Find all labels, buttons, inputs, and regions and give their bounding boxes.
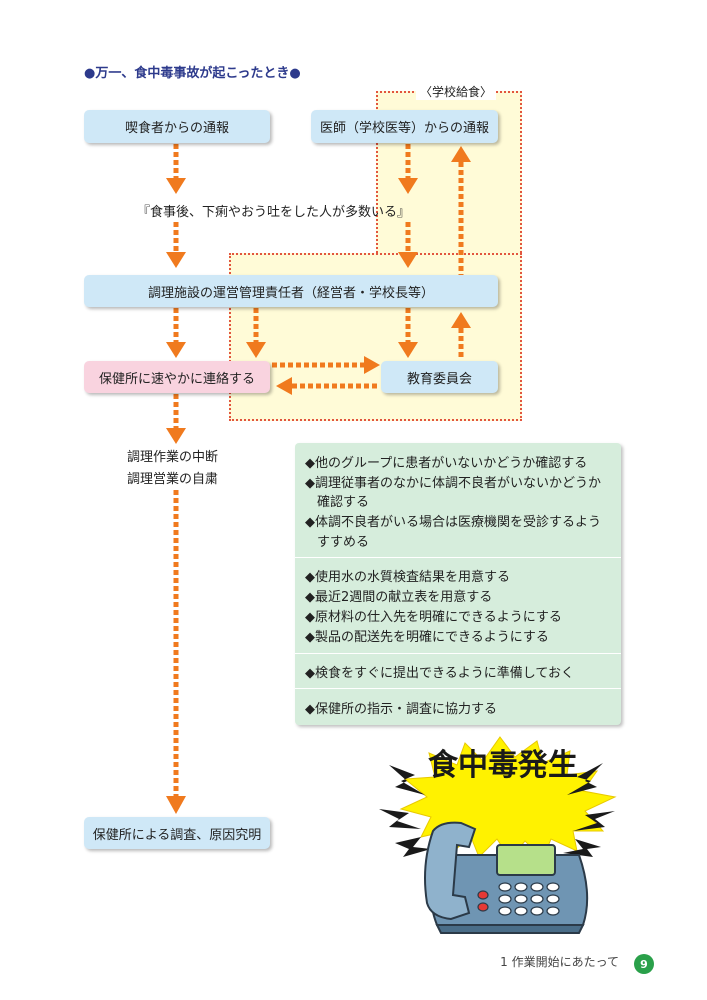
page-title: ●万一、食中毒事故が起こったとき●	[84, 66, 301, 81]
chapter-footer: 1 作業開始にあたって	[500, 955, 619, 969]
checklist-item: ◆最近2週間の献立表を用意する	[305, 590, 493, 605]
facility-manager-box: 調理施設の運営管理責任者（経営者・学校長等）	[84, 275, 498, 307]
checklist-item: ◆他のグループに患者がいないかどうか確認する	[305, 456, 588, 471]
arrow-head	[166, 796, 186, 814]
arrow-head	[166, 252, 186, 268]
arrow-head	[364, 356, 380, 374]
telephone-icon	[424, 821, 589, 934]
checklist-item: ◆製品の配送先を明確にできるようにする	[305, 630, 549, 645]
checklist-item: すすめる	[317, 535, 370, 550]
suspend-work-text: 調理作業の中断	[127, 450, 219, 465]
checklist-item: 確認する	[317, 495, 370, 510]
arrow-head	[451, 312, 471, 328]
checklist-panel: ◆他のグループに患者がいないかどうか確認する ◆調理従事者のなかに体調不良者がい…	[295, 443, 621, 725]
illustration-caption: 食中毒発生	[428, 748, 578, 783]
board-of-education-box: 教育委員会	[381, 361, 498, 393]
suspend-business-text: 調理営業の自粛	[127, 472, 219, 487]
arrow-head	[398, 178, 418, 194]
arrow-head	[276, 377, 292, 395]
arrow-head	[398, 342, 418, 358]
symptom-note: 『食事後、下痢やおう吐をした人が多数いる』	[137, 205, 411, 220]
report-eater-box: 喫食者からの通報	[84, 110, 270, 143]
arrow-head	[166, 178, 186, 194]
investigation-box: 保健所による調査、原因究明	[84, 817, 270, 849]
page-number: 9	[634, 954, 654, 974]
checklist-item: ◆体調不良者がいる場合は医療機関を受診するよう	[305, 515, 601, 530]
checklist-item: ◆検食をすぐに提出できるように準備しておく	[305, 666, 574, 681]
checklist-item: ◆調理従事者のなかに体調不良者がいないかどうか	[305, 476, 601, 491]
arrow-head	[166, 342, 186, 358]
checklist-item: ◆保健所の指示・調査に協力する	[305, 702, 497, 717]
school-lunch-label: 〈学校給食〉	[416, 83, 497, 100]
zone-seam	[378, 255, 520, 261]
checklist-item: ◆使用水の水質検査結果を用意する	[305, 570, 510, 585]
arrow-head	[398, 252, 418, 268]
food-poisoning-illustration: 食中毒発生	[379, 736, 617, 934]
arrow-head	[166, 428, 186, 444]
report-doctor-box: 医師（学校医等）からの通報	[311, 110, 498, 143]
checklist-divider	[295, 688, 621, 689]
checklist-divider	[295, 653, 621, 654]
spark-icon	[379, 763, 615, 857]
checklist-divider	[295, 557, 621, 558]
checklist-item: ◆原材料の仕入先を明確にできるようにする	[305, 610, 562, 625]
arrow-head	[451, 146, 471, 162]
contact-health-center-box: 保健所に速やかに連絡する	[84, 361, 270, 393]
arrow-head	[246, 342, 266, 358]
